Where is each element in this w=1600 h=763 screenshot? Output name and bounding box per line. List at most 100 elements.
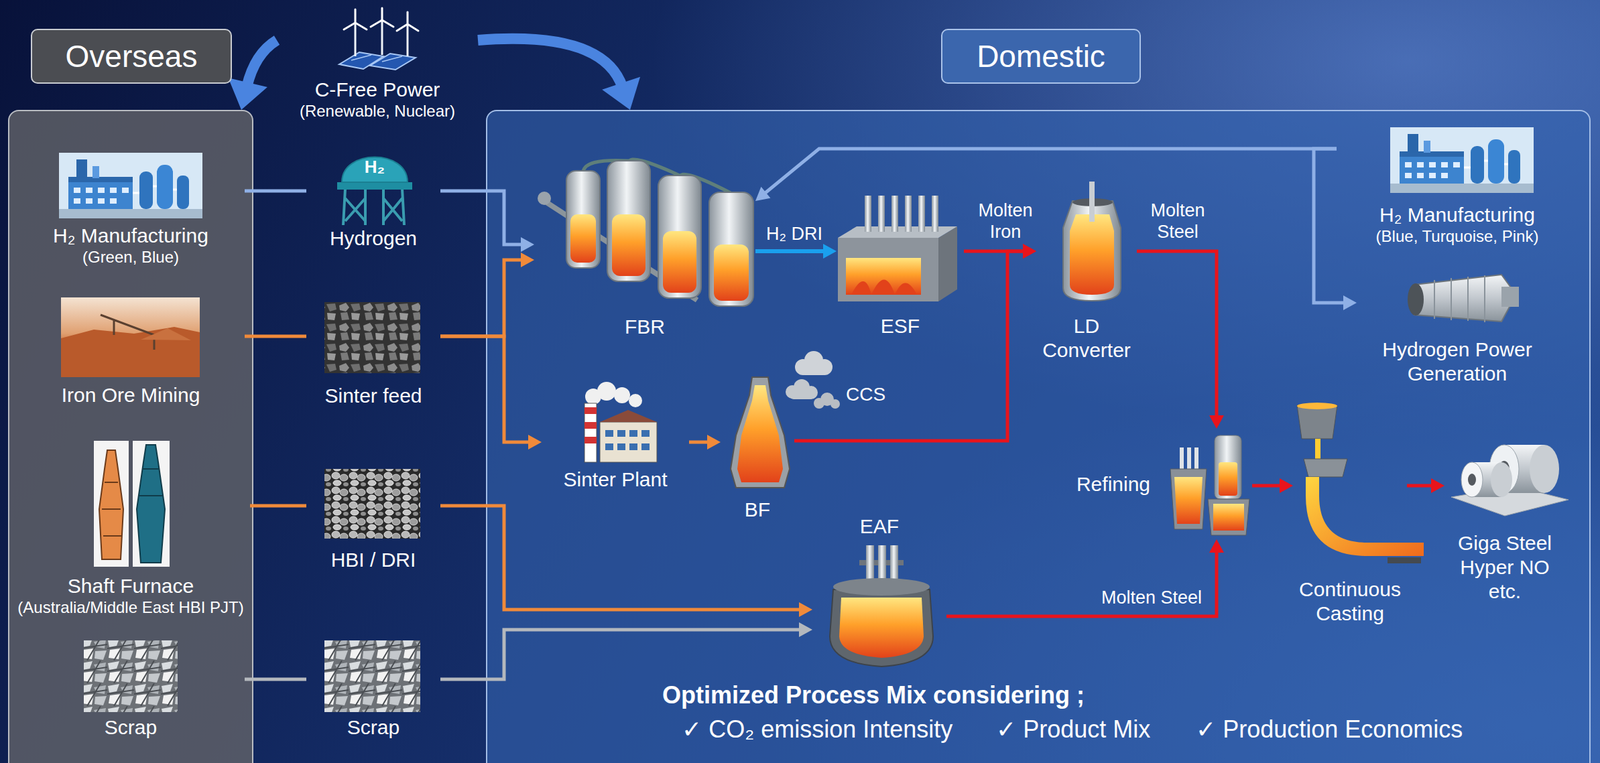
renewable-icon [396,12,419,31]
refining-icon [1170,469,1207,530]
shaft-furnace-photo [93,441,129,568]
flow-connector [477,38,641,110]
sinter-plant-icon [584,403,597,463]
ld-converter-icon [1089,181,1095,229]
hydrogen-tank-icon [337,157,413,226]
sinter-plant-icon [605,443,614,451]
esf-icon [845,258,921,295]
node-label: Scrap [309,715,438,741]
node-label: Hydrogen [309,226,438,251]
sinter-plant-icon [641,430,650,438]
fbr-icon [570,214,596,263]
arrow-head [601,77,641,110]
connector-line [755,249,826,254]
node-label: Continuous Casting [1295,577,1405,627]
refining-icon [1213,504,1245,531]
flow-connector [244,336,307,338]
sinter-plant-icon [628,394,643,408]
continuous-casting-icon [1315,439,1321,460]
h2-plant-icon [58,152,203,219]
arrow-head [228,77,268,110]
node-label: ESF [839,314,962,339]
ld-converter-icon [1089,181,1095,222]
annotation-label: CCS [845,383,886,407]
label-holder: ✓ CO₂ emission Intensity [681,715,953,745]
renewable-icon [406,24,409,57]
refining-icon [1218,462,1238,497]
esf-icon [938,226,958,302]
sinter-plant-icon [584,422,597,429]
material-photos [324,469,421,539]
material-photos [324,640,421,713]
continuous-casting-icon [1387,557,1422,564]
sinter-plant-icon [584,407,597,415]
sinter-plant-icon [613,387,631,404]
node-sublabel: (Green, Blue) [19,248,242,268]
steel-coil-icon [1529,445,1560,494]
annotation-label: ✓ CO₂ emission Intensity [681,715,953,745]
flow-connector [228,40,277,110]
ore-mine-photo [60,297,200,378]
renewable-icon [354,22,357,57]
eaf-icon [833,578,930,596]
fbr-icon [566,170,600,269]
ld-converter-icon [1069,214,1115,295]
label-holder: ✓ Product Mix [996,715,1151,745]
label-holder: CCS [845,383,886,407]
edge-label: Molten Iron [968,199,1043,244]
esf-icon [918,195,926,232]
sinter-plant-icon [584,437,597,444]
node-label: H₂ Manufacturing [1339,203,1576,228]
esf-icon [891,195,899,232]
ore-mine-photo [100,315,155,350]
esf-icon [864,195,872,232]
continuous-casting-icon [1297,405,1338,440]
connector-line [1406,484,1434,488]
refining-icon [1179,447,1184,471]
label-holder: H₂ [364,156,385,178]
connector-line [689,441,710,445]
node-label: C-Free Power [279,77,476,102]
connector-line [1252,484,1282,488]
refining-icon [1207,499,1250,536]
esf-icon [904,195,912,232]
node-label: Iron Ore Mining [19,383,242,408]
esf-icon [837,237,939,302]
fbr-icon [709,192,754,307]
ccs-cloud-icon [830,399,840,409]
sinter-plant-icon [629,443,638,451]
connector-line [244,189,307,194]
h2-turbine-icon [1407,283,1424,316]
label-holder: Molten Steel [1140,199,1215,244]
shaft-furnace-photo [136,445,165,564]
node-label: Sinter Plant [544,467,687,492]
material-photos [83,640,178,713]
region-heading: Overseas [30,28,232,84]
annotation-label: ✓ Production Economics [1195,715,1463,745]
annotation-label: Optimized Process Mix considering ; [662,681,1085,710]
refining-icon [1194,447,1199,471]
flow-connector [244,191,307,192]
connector-line [244,678,307,682]
process-node: Hydrogen [306,139,441,251]
connector-line [477,38,623,88]
fbr-icon [662,231,697,293]
refining-icon [1174,477,1203,525]
node-label: Sinter feed [309,384,438,409]
region-heading: Domestic [941,28,1141,84]
sinter-plant-icon [599,422,657,463]
connector-line [250,504,307,509]
fbr-icon [607,160,651,282]
hydrogen-tank-icon [337,182,413,190]
continuous-casting-icon [1303,459,1348,478]
fbr-icon [658,175,702,299]
node-label: Refining [1073,472,1153,497]
label-holder: Molten Steel [1064,587,1239,609]
renewable-icon [370,53,416,70]
material-photos [324,302,421,374]
sinter-plant-icon [597,382,617,401]
node-label: Scrap [19,715,242,741]
steel-coil-icon [1490,462,1513,498]
